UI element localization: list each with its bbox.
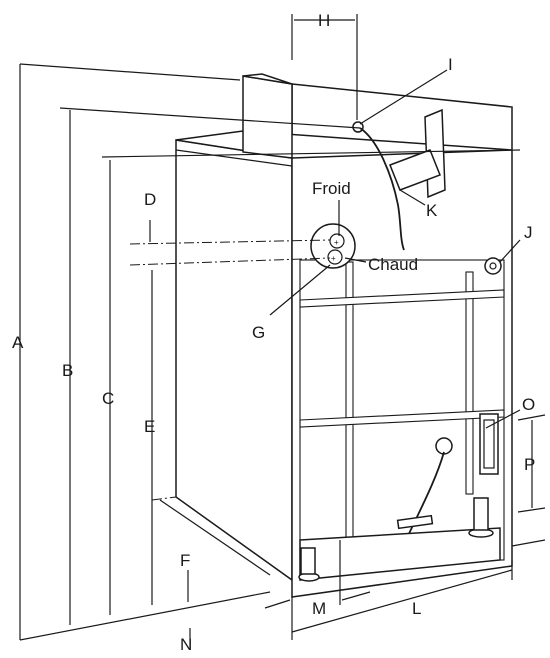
cold-label: Froid bbox=[312, 179, 351, 198]
component-o-box bbox=[479, 413, 499, 475]
label-a: A bbox=[12, 333, 24, 352]
inlet-valve-icon: + + bbox=[310, 200, 367, 269]
drain-hose-icon bbox=[396, 437, 453, 541]
label-o: O bbox=[522, 395, 535, 414]
hot-inlet-icon bbox=[327, 249, 343, 265]
socket-icon bbox=[484, 257, 502, 275]
label-m: M bbox=[312, 599, 326, 618]
label-e: E bbox=[144, 417, 155, 436]
label-d: D bbox=[144, 190, 156, 209]
top-console-top bbox=[242, 73, 293, 85]
label-f: F bbox=[180, 551, 190, 570]
label-n: N bbox=[180, 635, 192, 654]
feet-icon bbox=[298, 497, 501, 582]
label-h: H bbox=[318, 11, 330, 30]
label-i: I bbox=[448, 55, 453, 74]
cold-inlet-icon bbox=[329, 233, 345, 249]
label-g: G bbox=[252, 323, 265, 342]
top-edge-line bbox=[175, 149, 293, 167]
label-p: P bbox=[524, 455, 535, 474]
label-l: L bbox=[412, 599, 421, 618]
label-k: K bbox=[426, 201, 438, 220]
hot-label: Chaud bbox=[368, 255, 418, 274]
dimension-labels: A B C D E F G H I J K L M N O P bbox=[12, 11, 535, 654]
side-panel bbox=[175, 139, 293, 582]
svg-text:+: + bbox=[334, 238, 339, 247]
label-b: B bbox=[62, 361, 73, 380]
top-console-front bbox=[242, 75, 293, 159]
inlet-words: Froid Chaud bbox=[312, 179, 418, 274]
power-cable-icon bbox=[352, 108, 446, 251]
label-c: C bbox=[102, 389, 114, 408]
dimension-lines bbox=[19, 14, 546, 650]
label-j: J bbox=[524, 223, 533, 242]
svg-text:+: + bbox=[331, 254, 336, 263]
